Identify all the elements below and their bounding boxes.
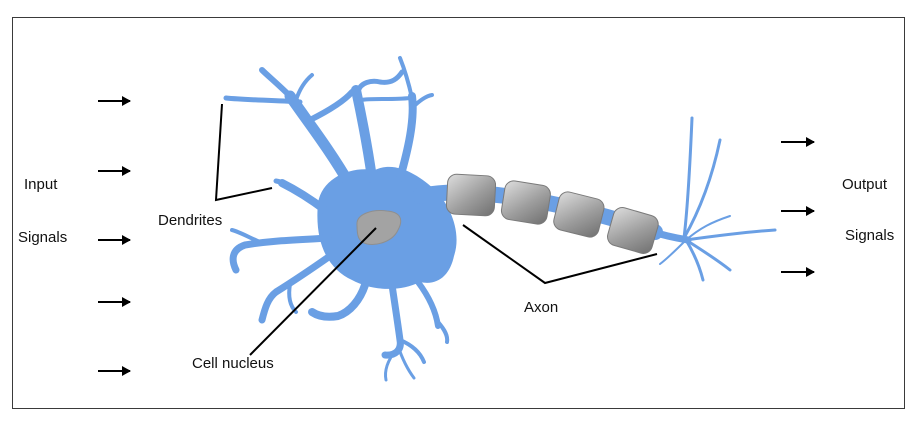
output-arrows bbox=[781, 137, 815, 277]
dendrites-pointer bbox=[214, 103, 273, 202]
input-label-line1: Input bbox=[24, 176, 58, 193]
cell-nucleus-label: Cell nucleus bbox=[192, 355, 274, 372]
diagram-frame bbox=[12, 17, 905, 409]
myelin-sheaths bbox=[445, 173, 659, 254]
input-label-line2: Signals bbox=[18, 229, 68, 246]
neuron bbox=[223, 56, 777, 382]
input-arrows bbox=[98, 96, 131, 376]
axon-label: Axon bbox=[524, 299, 559, 316]
dendrite-tree bbox=[223, 56, 450, 382]
myelin-sheath-4 bbox=[607, 207, 659, 254]
myelin-sheath-1 bbox=[445, 173, 497, 217]
axon-terminals bbox=[646, 116, 777, 282]
axon-pointer bbox=[462, 224, 658, 285]
myelin-sheath-3 bbox=[553, 191, 605, 238]
nucleus-pointer bbox=[249, 227, 377, 356]
output-label-line1: Output bbox=[842, 176, 888, 193]
output-label-line2: Signals bbox=[845, 227, 895, 244]
pointer-lines bbox=[214, 103, 658, 356]
myelin-sheath-2 bbox=[500, 180, 551, 225]
dendrites-label: Dendrites bbox=[158, 212, 223, 229]
